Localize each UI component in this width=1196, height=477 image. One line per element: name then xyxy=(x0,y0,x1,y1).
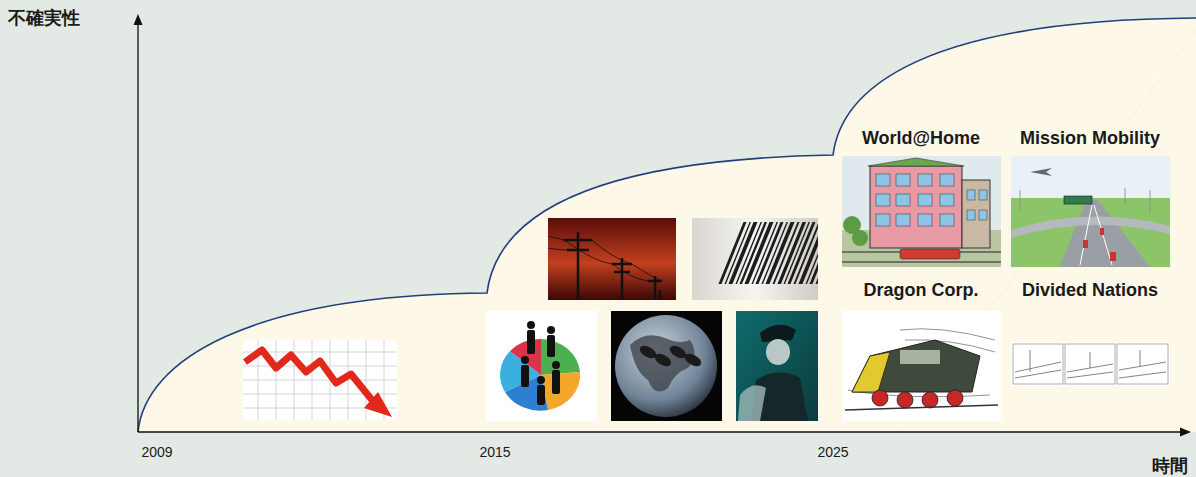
year-tick: 2015 xyxy=(479,444,510,460)
year-tick: 2009 xyxy=(141,444,172,460)
pie-people-picture xyxy=(486,311,597,421)
dragon-corp-picture xyxy=(842,311,1001,421)
falling-chart-picture xyxy=(243,340,397,420)
world-at-home-picture xyxy=(842,156,1001,267)
power-lines-picture xyxy=(548,218,676,300)
mission-mobility-picture xyxy=(1011,156,1170,267)
man-picture xyxy=(736,311,818,421)
year-tick: 2025 xyxy=(817,444,848,460)
scenario-heading: Dragon Corp. xyxy=(864,280,979,301)
uncertainty-area xyxy=(138,18,1196,432)
scenario-heading: World@Home xyxy=(862,128,980,149)
axis-title: 時間 xyxy=(1152,456,1188,477)
axis-title: 不確実性 xyxy=(8,8,80,29)
barcode-picture xyxy=(692,218,818,300)
scenario-heading: Mission Mobility xyxy=(1020,128,1160,149)
scenario-heading: Divided Nations xyxy=(1022,280,1158,301)
uncertainty-curve xyxy=(138,18,1196,432)
divided-nations-picture xyxy=(1011,342,1170,386)
globe-picture xyxy=(611,311,722,421)
axes xyxy=(134,14,1192,437)
